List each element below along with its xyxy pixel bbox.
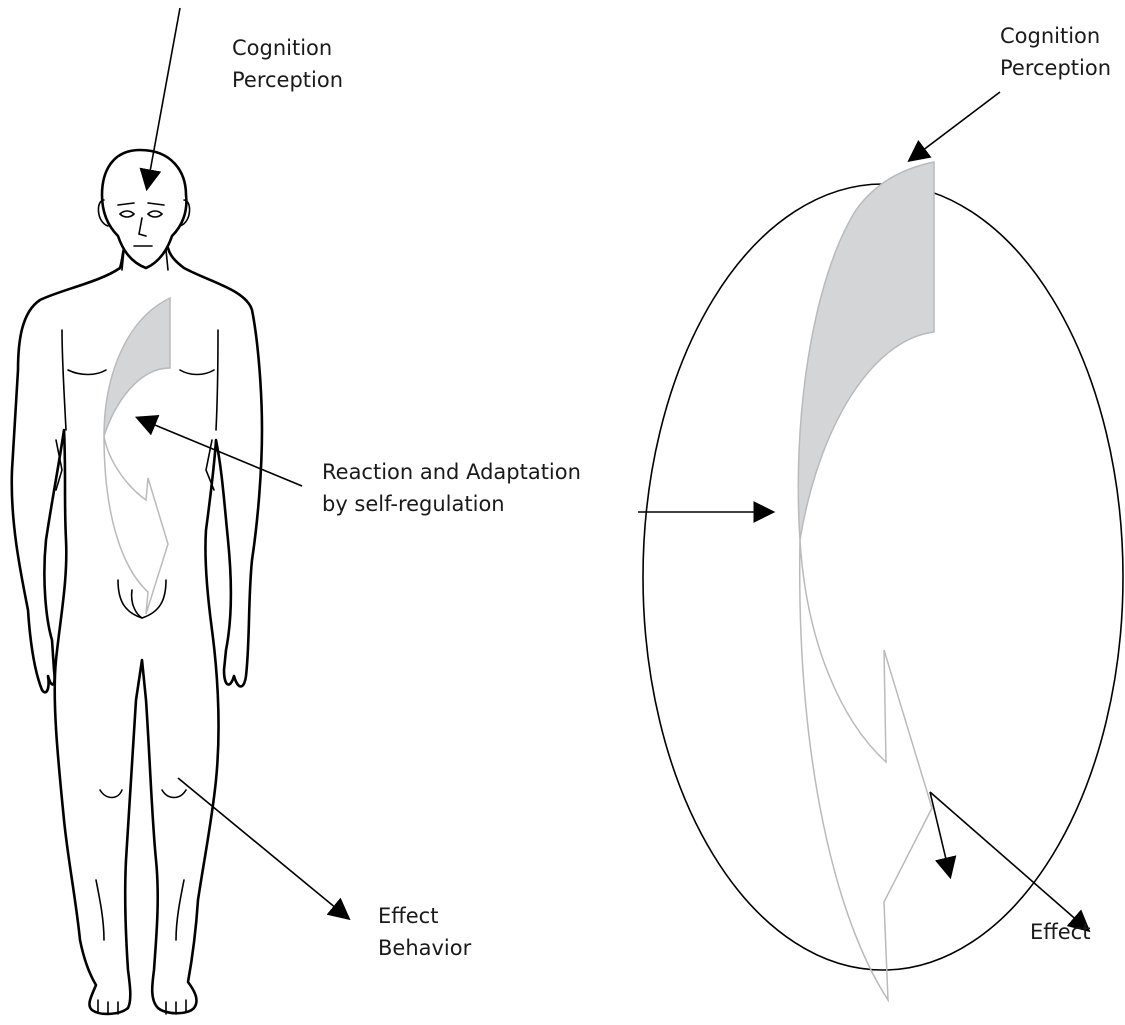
arrow-effect-right-inner xyxy=(930,792,950,876)
label-effect: Effect xyxy=(1030,916,1090,948)
label-line: Reaction and Adaptation xyxy=(322,456,581,488)
label-line: by self-regulation xyxy=(322,488,581,520)
label-reaction-adaptation: Reaction and Adaptation by self-regulati… xyxy=(322,456,581,520)
human-figure xyxy=(12,150,262,1014)
ellipse-gray-arc xyxy=(798,162,934,540)
arrow-effect-right-outer xyxy=(930,792,1088,930)
label-effect-behavior: Effect Behavior xyxy=(378,900,471,964)
ellipse-figure xyxy=(643,162,1123,1000)
label-cognition-perception-left: Cognition Perception xyxy=(232,32,343,96)
label-line: Cognition xyxy=(232,32,343,64)
label-cognition-perception-right: Cognition Perception xyxy=(1000,20,1111,84)
label-line: Cognition xyxy=(1000,20,1111,52)
ellipse-outline-arrow xyxy=(800,540,932,1000)
label-line: Effect xyxy=(378,900,471,932)
label-line: Perception xyxy=(232,64,343,96)
label-line: Perception xyxy=(1000,52,1111,84)
arrow-cognition-right xyxy=(910,92,1000,160)
label-line: Effect xyxy=(1030,916,1090,948)
label-line: Behavior xyxy=(378,932,471,964)
